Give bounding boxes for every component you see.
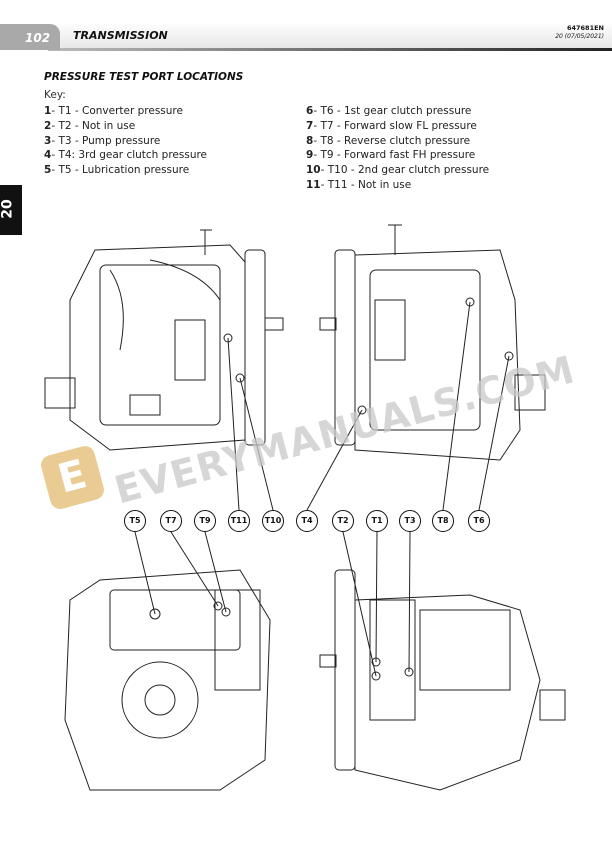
section-title: TRANSMISSION (73, 29, 168, 42)
key-item: 4- T4: 3rd gear clutch pressure (44, 149, 208, 162)
key-item: 10- T10 - 2nd gear clutch pressure (306, 164, 490, 177)
key-item: 1- T1 - Converter pressure (44, 105, 183, 117)
callout-t2: T2 (332, 510, 354, 532)
header-band (0, 22, 612, 50)
key-label: Key: (44, 89, 66, 101)
key-list-left: 1- T1 - Converter pressure 2- T2 - Not i… (44, 104, 207, 178)
drawing-top-left (44, 229, 284, 451)
doc-id: 647681EN (566, 24, 604, 32)
leader-lines (134, 301, 510, 677)
header-rule (48, 48, 612, 51)
callout-t8: T8 (432, 510, 454, 532)
key-list-right: 6- T6 - 1st gear clutch pressure 7- T7 -… (306, 104, 489, 193)
key-item: 8- T8 - Reverse clutch pressure (306, 134, 471, 147)
key-item: 7- T7 - Forward slow FL pressure (306, 119, 477, 132)
callout-t7: T7 (160, 510, 182, 532)
callout-t11: T11 (228, 510, 250, 532)
callout-t1: T1 (366, 510, 388, 532)
doc-revision: 20 (07/05/2021) (555, 33, 604, 40)
drawing-top-right (319, 224, 546, 461)
callout-t6: T6 (468, 510, 490, 532)
page-number: 102 (0, 24, 60, 50)
key-item: 11- T11 - Not in use (306, 178, 412, 191)
callout-t5: T5 (124, 510, 146, 532)
key-item: 2- T2 - Not in use (44, 119, 136, 132)
chapter-tab: 20 (0, 185, 22, 235)
page-title: PRESSURE TEST PORT LOCATIONS (44, 71, 244, 83)
callout-t9: T9 (194, 510, 216, 532)
callout-t3: T3 (399, 510, 421, 532)
callout-t10: T10 (262, 510, 284, 532)
drawing-bottom-right (319, 569, 566, 791)
key-item: 3- T3 - Pump pressure (44, 134, 161, 147)
key-item: 6- T6 - 1st gear clutch pressure (306, 105, 472, 117)
key-item: 5- T5 - Lubrication pressure (44, 164, 190, 177)
callout-t4: T4 (296, 510, 318, 532)
drawing-bottom-left (64, 569, 271, 791)
key-item: 9- T9 - Forward fast FH pressure (306, 149, 476, 162)
